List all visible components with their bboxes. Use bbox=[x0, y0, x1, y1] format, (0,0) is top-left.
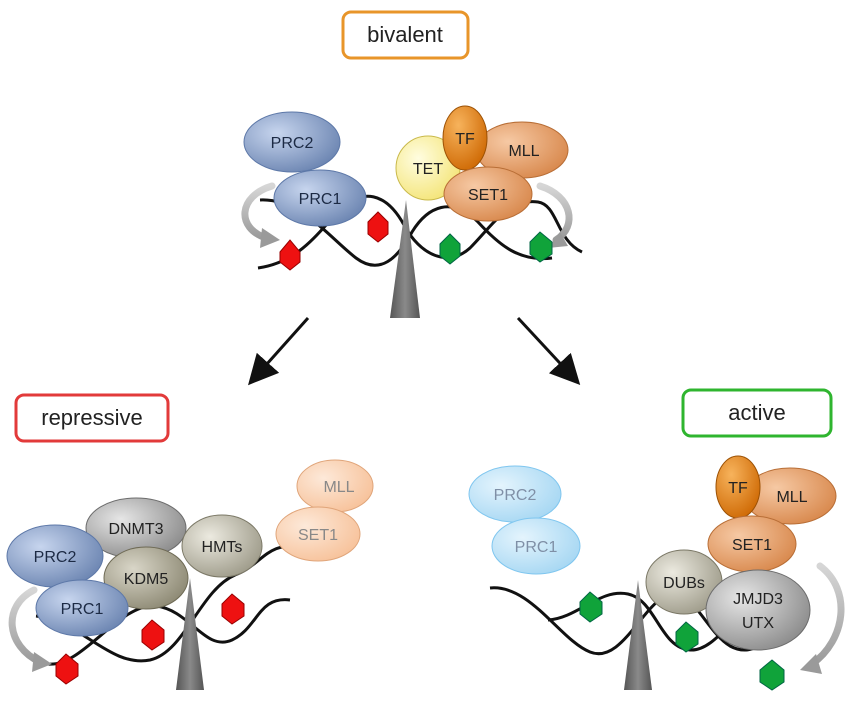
prc1-complex bbox=[273, 169, 367, 227]
repressive-mark bbox=[367, 211, 389, 243]
curved-arrow bbox=[8, 586, 44, 666]
prc1-complex bbox=[491, 517, 581, 575]
bivalent-label: bivalent bbox=[341, 10, 470, 60]
active-mark bbox=[675, 621, 699, 653]
balance-pivot bbox=[624, 580, 652, 690]
active-panel: PRC2 PRC1 MLL TF SET1 DUBs JMJD3 UTX bbox=[468, 455, 845, 691]
repressive-label: repressive bbox=[14, 393, 170, 443]
prc2-complex bbox=[243, 111, 341, 173]
dna-strand bbox=[259, 198, 553, 267]
active-mark bbox=[529, 231, 553, 263]
prc2-label: PRC2 bbox=[494, 487, 537, 504]
hmts-label: HMTs bbox=[202, 539, 243, 556]
set1-complex bbox=[443, 166, 533, 222]
arrowhead bbox=[32, 652, 52, 672]
tet-label: TET bbox=[413, 161, 443, 178]
prc1-label: PRC1 bbox=[61, 601, 104, 618]
hmts-complex bbox=[181, 514, 263, 578]
active-mark bbox=[759, 659, 785, 691]
curved-arrow bbox=[241, 182, 276, 242]
prc1-label: PRC1 bbox=[299, 191, 342, 208]
repressive-mark bbox=[221, 593, 245, 625]
active-label: active bbox=[681, 388, 833, 438]
set1-label: SET1 bbox=[468, 187, 508, 204]
arrowhead bbox=[800, 654, 822, 674]
mll-label: MLL bbox=[508, 143, 539, 160]
repressive-label-text: repressive bbox=[41, 405, 142, 430]
set1-label: SET1 bbox=[298, 527, 338, 544]
tf-label: TF bbox=[455, 131, 475, 148]
prc2-label: PRC2 bbox=[34, 549, 77, 566]
dubs-label: DUBs bbox=[663, 575, 705, 592]
prc2-label: PRC2 bbox=[271, 135, 314, 152]
mll-label: MLL bbox=[776, 489, 807, 506]
repressive-panel: MLL SET1 DNMT3 HMTs PRC2 KDM5 PRC1 bbox=[6, 459, 374, 690]
kdm5-label: KDM5 bbox=[124, 571, 169, 588]
balance-pivot bbox=[390, 200, 420, 318]
prc1-label: PRC1 bbox=[515, 539, 558, 556]
repressive-mark bbox=[55, 653, 79, 685]
set1-complex bbox=[275, 506, 361, 562]
utx-label: UTX bbox=[742, 615, 774, 632]
bivalent-panel: PRC2 PRC1 TET MLL TF SET1 bbox=[241, 105, 583, 318]
dnmt3-label: DNMT3 bbox=[108, 521, 163, 538]
arrow-to-active bbox=[516, 316, 581, 385]
active-label-text: active bbox=[728, 400, 785, 425]
jmjd3-utx-complex bbox=[705, 569, 811, 651]
arrowhead bbox=[548, 232, 568, 248]
bivalent-label-text: bivalent bbox=[367, 22, 443, 47]
active-mark bbox=[439, 233, 461, 265]
prc1-complex bbox=[35, 579, 129, 637]
repressive-mark bbox=[141, 619, 165, 651]
jmjd3-label: JMJD3 bbox=[733, 591, 783, 608]
arrowhead bbox=[260, 228, 280, 248]
curved-arrow bbox=[536, 182, 573, 244]
kdm5-complex bbox=[103, 546, 189, 610]
tf-label: TF bbox=[728, 480, 748, 497]
set1-label: SET1 bbox=[732, 537, 772, 554]
curved-arrow bbox=[808, 562, 845, 668]
tf-complex bbox=[442, 105, 488, 171]
balance-pivot bbox=[176, 578, 204, 690]
mll-label: MLL bbox=[323, 479, 354, 496]
repressive-mark bbox=[279, 239, 301, 271]
arrow-to-repressive bbox=[248, 317, 310, 386]
active-mark bbox=[579, 591, 603, 623]
